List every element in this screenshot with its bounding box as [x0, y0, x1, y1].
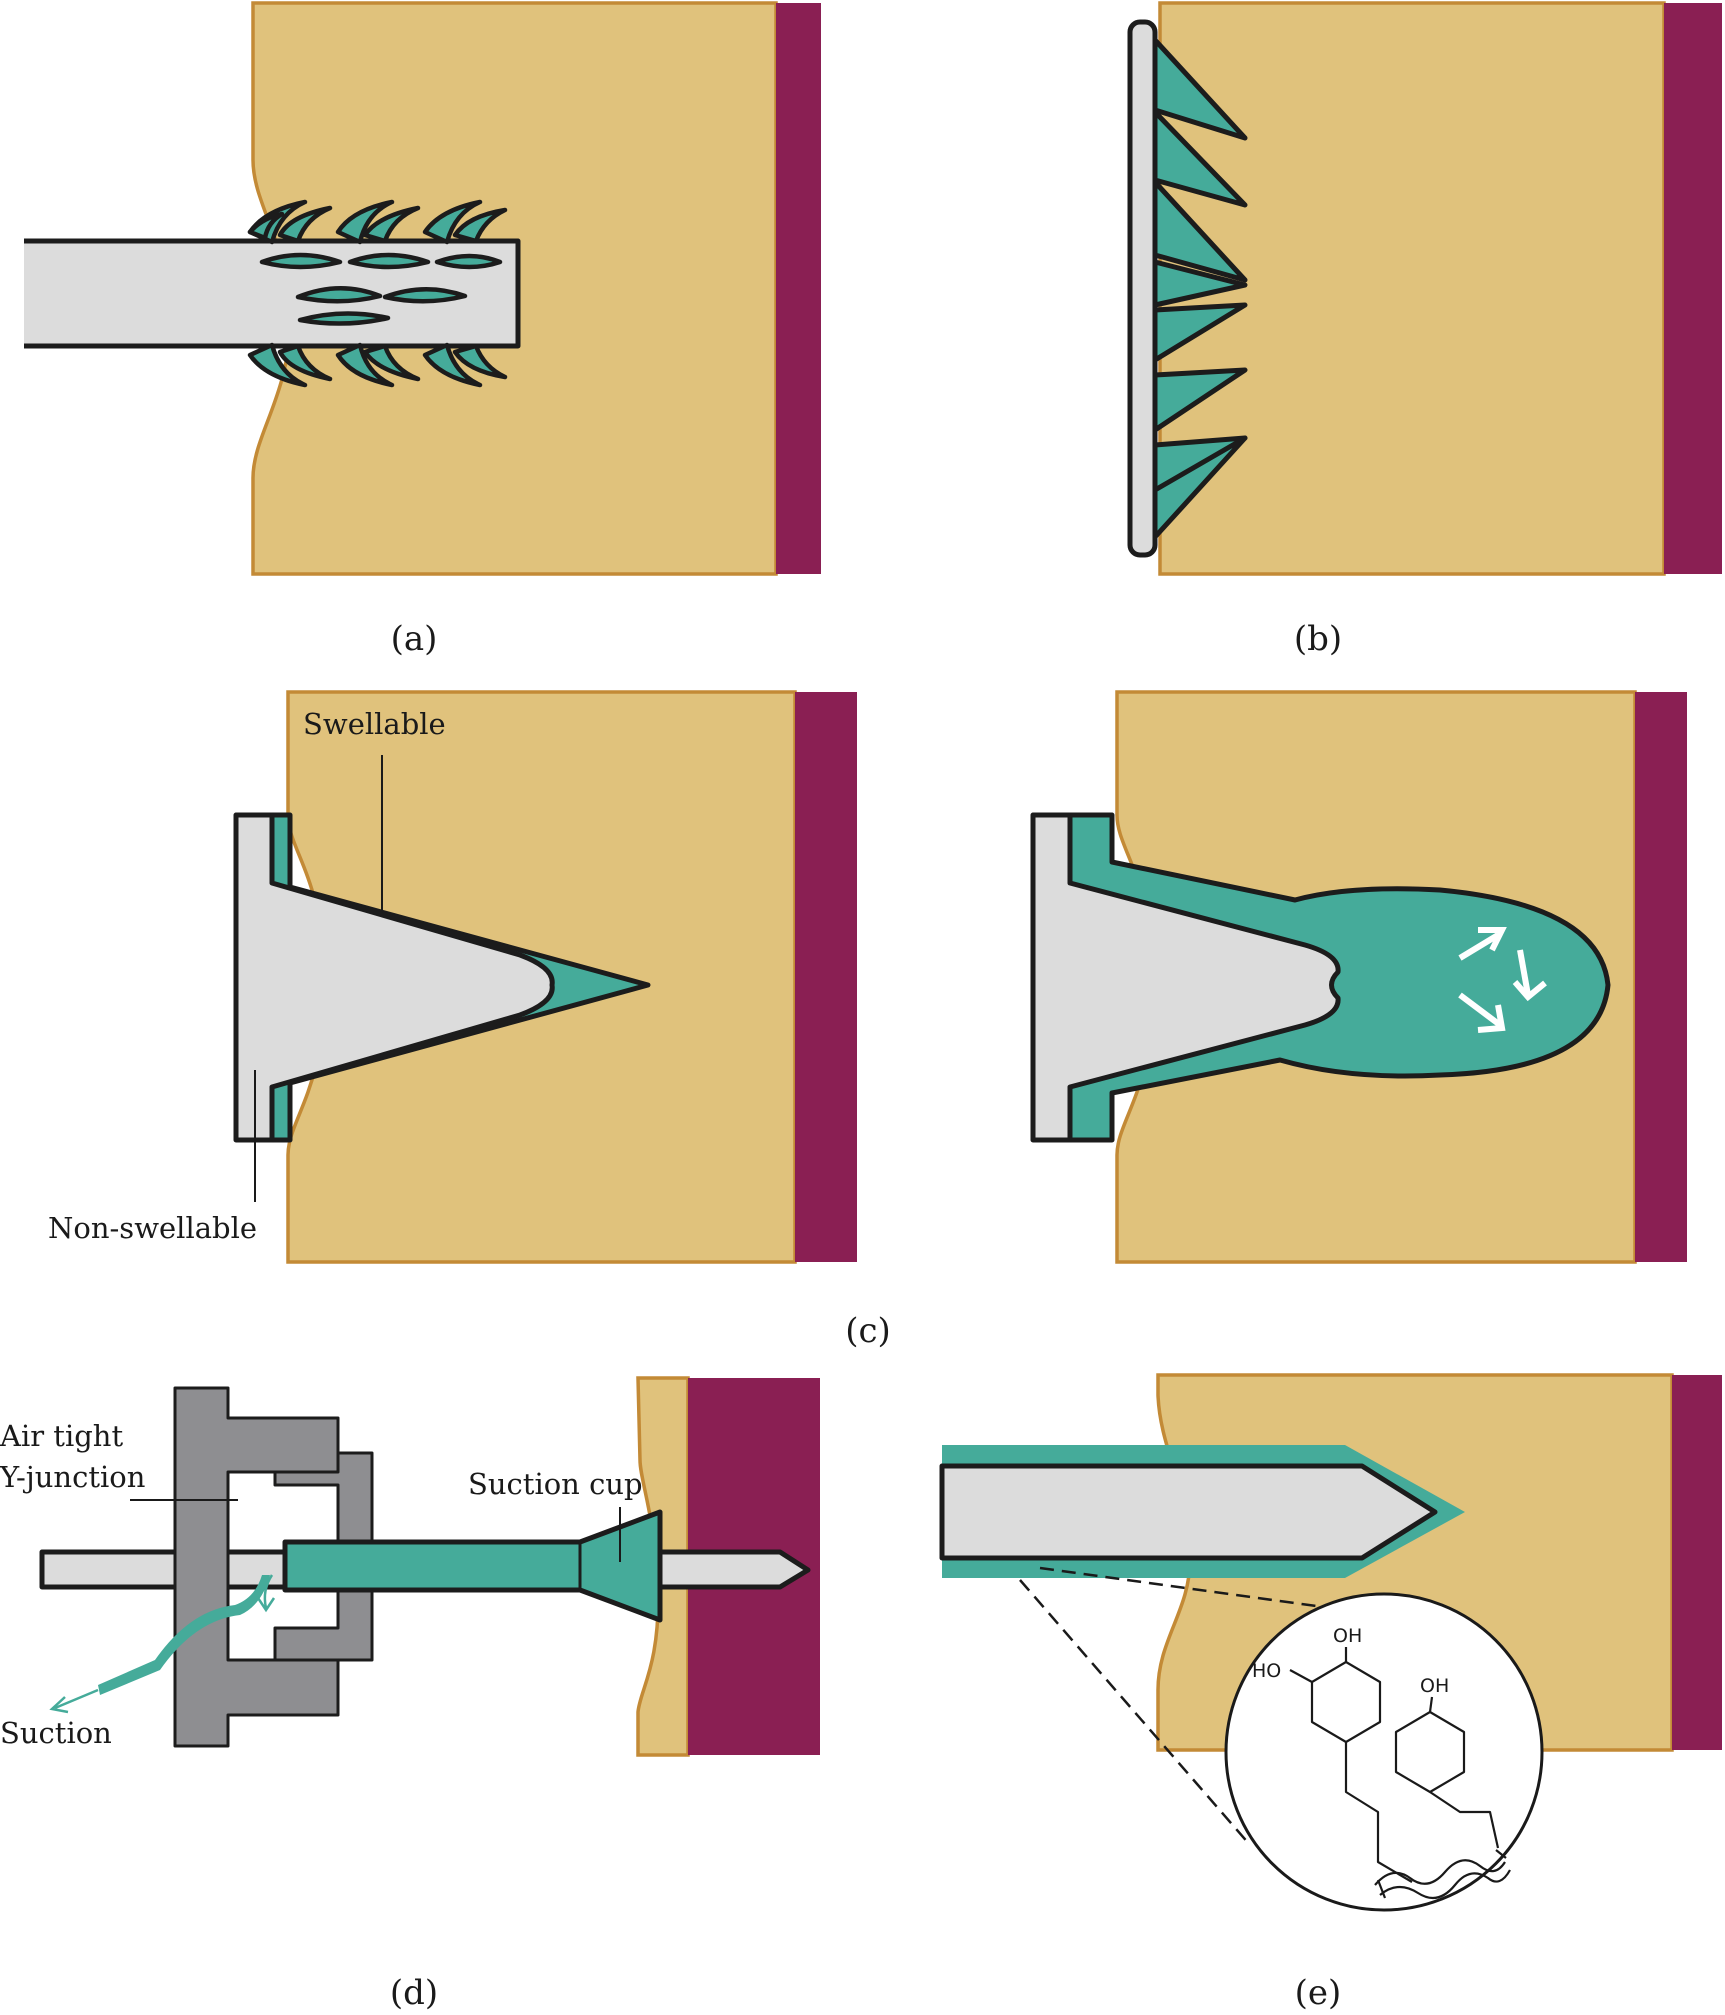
- microbarb: [422, 342, 483, 388]
- swelling-arrow: [1458, 992, 1502, 1028]
- microbarb: [434, 253, 503, 270]
- microbarb: [277, 205, 333, 244]
- microbarb: [452, 207, 508, 244]
- microbarb: [335, 342, 395, 388]
- backbone-wave-1: [1374, 1859, 1506, 1886]
- microbarb: [277, 343, 333, 382]
- junction-label-line2: Y-junction: [0, 1460, 145, 1494]
- hydroxyl-label-3: OH: [1420, 1675, 1449, 1697]
- microbarb: [362, 205, 421, 244]
- microbarb: [247, 342, 308, 388]
- swelling-arrow: [1517, 949, 1531, 996]
- hydroxyl-label-1: OH: [1333, 1625, 1362, 1647]
- linker-1: [1344, 1742, 1413, 1883]
- panel-e-needle: [939, 1463, 1438, 1561]
- panel-a-barbs: [247, 199, 508, 388]
- suction-cup-label: Suction cup: [468, 1467, 643, 1501]
- hydroxyl-label-2: HO: [1252, 1660, 1281, 1682]
- y-junction-right-body: [273, 1451, 374, 1662]
- suction-tube: [98, 1575, 270, 1695]
- zoom-circle: [1224, 1592, 1544, 1912]
- panel-e-muscle-layer: [1672, 1375, 1722, 1750]
- swelling-arrow-head: [1512, 980, 1547, 1002]
- panel-b-caption: (b): [1294, 619, 1342, 659]
- y-junction-left-body: [173, 1386, 340, 1748]
- microbarb: [295, 286, 383, 304]
- linker-2: [1429, 1791, 1500, 1849]
- panel-b-muscle-layer: [1664, 3, 1722, 574]
- panel-c-left: Swellable Non-swellable: [48, 690, 857, 1264]
- microbarb: [382, 287, 468, 304]
- panel-c-right-swollen-tip: [1067, 812, 1611, 1143]
- panel-d-caption: (d): [390, 1973, 438, 2013]
- panel-b-tissue: [1158, 1, 1666, 576]
- panel-c-right: (c): [845, 690, 1687, 1351]
- panel-a: (a): [24, 1, 821, 659]
- swellable-label: Swellable: [303, 707, 446, 741]
- panel-d: Air tight Y-junction Suction cup Suction…: [0, 1376, 820, 2013]
- panel-b: (b): [1127, 1, 1722, 659]
- microbarb: [247, 211, 285, 241]
- nonswellable-label: Non-swellable: [48, 1211, 257, 1245]
- panel-c-right-muscle-layer: [1635, 692, 1687, 1262]
- panel-e: OH HO OH (e): [939, 1373, 1722, 2013]
- microbarb: [362, 343, 421, 382]
- microbarb: [335, 199, 395, 245]
- backbone-tail: [1376, 1849, 1507, 1899]
- suction-inlet-arrow: [256, 1574, 276, 1613]
- panel-c-caption: (c): [845, 1311, 891, 1351]
- panel-b-backing-patch: [1127, 19, 1158, 558]
- zoom-line-upper: [1039, 1566, 1346, 1612]
- panel-c-left-microneedle: [233, 812, 555, 1143]
- zoom-line-lower: [1019, 1579, 1251, 1846]
- backbone-wave-2: [1379, 1869, 1511, 1900]
- microbarb: [452, 343, 508, 380]
- catechol-polymer-structure: OH HO OH: [1252, 1625, 1511, 1900]
- swelling-arrow-head: [1477, 1004, 1506, 1033]
- panel-c-right-microneedle: [1030, 812, 1341, 1143]
- swelling-arrow-head: [1478, 927, 1507, 952]
- microbarb: [297, 311, 391, 326]
- panel-e-caption: (e): [1295, 1973, 1342, 2013]
- panel-a-muscle-layer: [776, 3, 821, 574]
- swelling-arrow: [1458, 932, 1500, 961]
- panel-a-caption: (a): [391, 619, 438, 659]
- swelling-arrows: [1458, 927, 1547, 1033]
- microbarb: [347, 252, 431, 270]
- suction-arrow-shaft: [54, 1688, 99, 1710]
- microbarb: [259, 252, 343, 270]
- suction-arrow-head: [49, 1696, 69, 1714]
- bond-oh-3: [1428, 1696, 1434, 1713]
- panel-c-left-muscle-layer: [795, 692, 857, 1262]
- junction-label-line1: Air tight: [0, 1419, 123, 1453]
- microbarb: [422, 199, 483, 245]
- suction-label: Suction: [0, 1716, 112, 1750]
- bond-oh-2: [1289, 1669, 1313, 1683]
